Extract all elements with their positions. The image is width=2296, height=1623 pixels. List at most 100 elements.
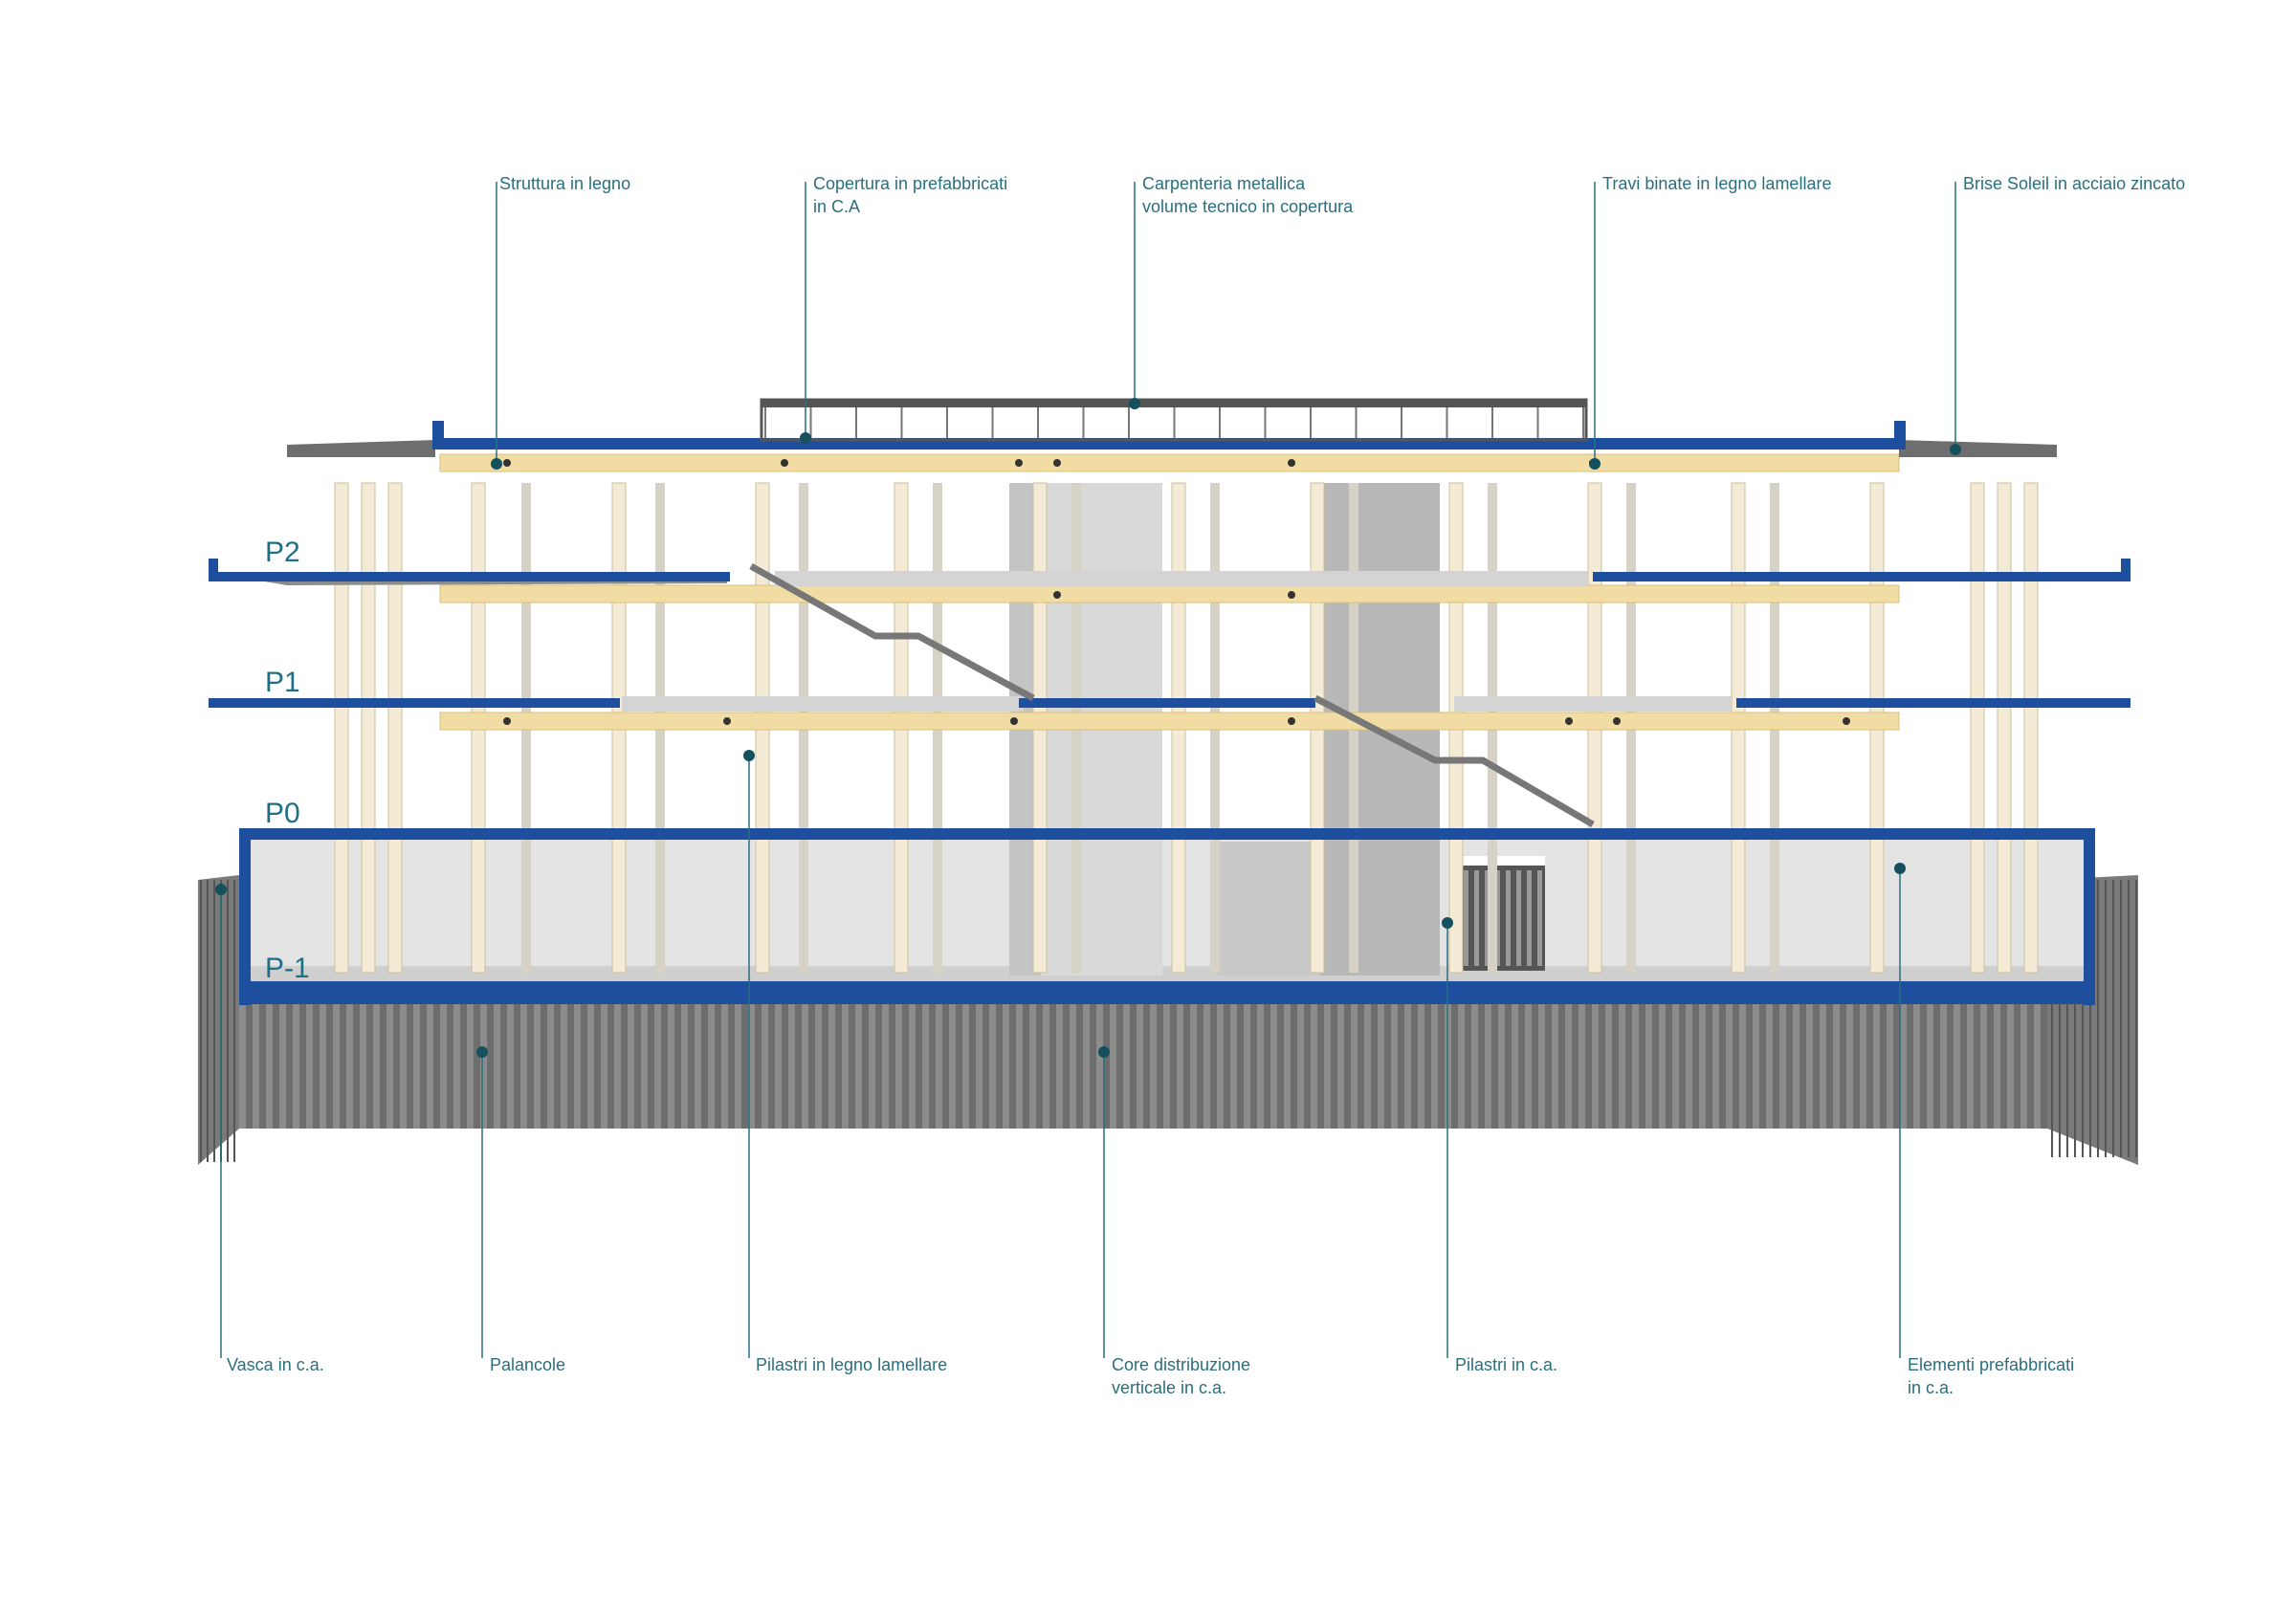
sheet-pile-rib <box>962 1004 969 1129</box>
glulam-beam <box>439 453 1900 472</box>
sheet-pile-rib <box>427 1004 433 1129</box>
basement-opening-lintel <box>1461 856 1545 866</box>
leader-dot <box>1894 863 1906 874</box>
sheet-pile-rib <box>467 1004 474 1129</box>
sheet-pile-rib <box>1163 1004 1170 1129</box>
floor-label-pm1: P-1 <box>265 953 310 984</box>
sheet-pile-rib <box>333 1004 340 1129</box>
sheet-pile-wall-left <box>198 875 239 1165</box>
slab-p1-right <box>1736 698 2130 708</box>
sheet-pile-rib <box>1297 1004 1304 1129</box>
leader-dot <box>1442 917 1453 929</box>
sheet-pile-rib <box>735 1004 741 1129</box>
sheet-pile-rib <box>1471 1004 1478 1129</box>
roof-technical-volume-top <box>762 400 1586 407</box>
sheet-pile-rib <box>1096 1004 1103 1129</box>
timber-column <box>1997 482 2012 974</box>
sheet-pile-rib <box>614 1004 621 1129</box>
sheet-pile-rib <box>708 1004 715 1129</box>
leader-dot <box>215 884 227 895</box>
sheet-pile-rib <box>1029 1004 1036 1129</box>
sheet-pile-rib <box>681 1004 688 1129</box>
sheet-pile-rib <box>762 1004 768 1129</box>
timber-column <box>1970 482 1985 974</box>
sheet-pile-rib <box>239 1004 246 1129</box>
roof-structure <box>760 398 1588 442</box>
sheet-pile-rib <box>601 1004 607 1129</box>
sheet-pile-rib <box>1003 1004 1009 1129</box>
basement-opening-slat <box>1485 870 1490 966</box>
leader-dot <box>1098 1046 1110 1058</box>
sheet-pile-rib <box>788 1004 795 1129</box>
sheet-pile-rib <box>1431 1004 1438 1129</box>
sheet-pile-rib <box>1203 1004 1210 1129</box>
floor-label-p1: P1 <box>265 667 300 698</box>
sheet-pile-rib <box>1753 1004 1759 1129</box>
sheet-pile-rib <box>1512 1004 1518 1129</box>
slab-p2-upstand-left <box>209 559 218 580</box>
callout-copertura-prefabbricati: Copertura in prefabbricati in C.A <box>813 174 1008 216</box>
sheet-pile-rib <box>748 1004 755 1129</box>
basement-opening-slat <box>1527 870 1532 966</box>
sheet-pile-rib <box>547 1004 554 1129</box>
sheet-pile-rib <box>1605 1004 1612 1129</box>
sheet-pile-rib <box>909 1004 916 1129</box>
sheet-pile-rib <box>1498 1004 1505 1129</box>
brise-soleil-right <box>1899 440 2057 457</box>
sheet-pile-rib <box>1217 1004 1224 1129</box>
slab-p2-right <box>1593 572 2130 581</box>
sheet-pile-rib <box>721 1004 728 1129</box>
slab-p2-upstand-right <box>2121 559 2130 580</box>
sheet-pile-rib <box>574 1004 581 1129</box>
floor-label-p0: P0 <box>265 798 300 829</box>
basement-tank <box>239 828 2095 1005</box>
callout-palancole: Palancole <box>490 1355 566 1374</box>
timber-column <box>387 482 403 974</box>
sheet-pile-rib <box>1364 1004 1371 1129</box>
sheet-pile-rib <box>1632 1004 1639 1129</box>
slab-p0 <box>239 828 2095 840</box>
sheet-pile-rib <box>480 1004 487 1129</box>
sheet-pile-rib <box>1016 1004 1023 1129</box>
sheet-pile-rib <box>1391 1004 1398 1129</box>
sheet-pile-rib <box>1123 1004 1130 1129</box>
sheet-pile-rib <box>1980 1004 1987 1129</box>
sheet-pile-rib <box>1418 1004 1424 1129</box>
sheet-pile-rib <box>1779 1004 1786 1129</box>
leader-lines <box>215 182 1961 1358</box>
sheet-pile-rib <box>1324 1004 1331 1129</box>
sheet-pile-rib <box>1712 1004 1719 1129</box>
beam-bolt <box>1015 459 1023 467</box>
leader-dot <box>491 458 502 470</box>
sheet-pile-rib <box>520 1004 527 1129</box>
leader-dot <box>743 750 755 761</box>
sheet-pile-rib <box>1659 1004 1666 1129</box>
sheet-pile-rib <box>1190 1004 1197 1129</box>
beams <box>439 453 1900 731</box>
sheet-pile-rib <box>1043 1004 1049 1129</box>
core-base-infill <box>1215 842 1320 976</box>
sheet-pile-rib <box>1913 1004 1920 1129</box>
slabs <box>209 421 2130 840</box>
sheet-pile-rib <box>895 1004 902 1129</box>
timber-column <box>334 482 349 974</box>
sheet-pile-rib <box>1244 1004 1250 1129</box>
sheet-pile-rib <box>293 1004 299 1129</box>
slab-p1-middle <box>1019 698 1315 708</box>
sheet-pile-rib <box>1257 1004 1264 1129</box>
beam-bolt <box>1843 717 1850 725</box>
sheet-pile-rib <box>306 1004 313 1129</box>
sheet-pile-rib <box>2034 1004 2041 1129</box>
beam-bolt <box>1565 717 1573 725</box>
callout-carpenteria-metallica: Carpenteria metallica volume tecnico in … <box>1142 174 1354 216</box>
sheet-pile-rib <box>1337 1004 1344 1129</box>
roof-slab-upstand-right <box>1894 421 1906 450</box>
sheet-pile-rib <box>507 1004 514 1129</box>
sheet-pile-rib <box>413 1004 420 1129</box>
sheet-pile-rib <box>386 1004 393 1129</box>
sheet-pile-rib <box>1672 1004 1679 1129</box>
concrete-beam-p2 <box>775 571 1588 586</box>
sheet-pile-rib <box>815 1004 822 1129</box>
slab-p1-left <box>209 698 620 708</box>
